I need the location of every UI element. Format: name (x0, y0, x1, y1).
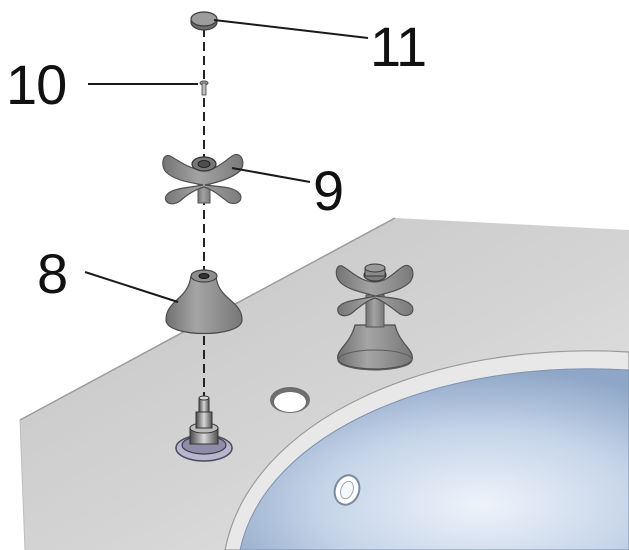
leader-line-9 (231, 167, 311, 183)
callout-10: 10 (6, 53, 66, 116)
tap-hole (270, 387, 310, 413)
callout-8: 8 (37, 242, 67, 305)
leader-lines (84, 19, 369, 303)
assembled-tap (335, 263, 414, 371)
leader-line-8 (84, 271, 179, 303)
screw (199, 80, 209, 96)
valve-stem-spindle (175, 395, 233, 462)
callout-9: 9 (313, 159, 343, 222)
basin (224, 350, 629, 550)
cross-handle (162, 153, 244, 205)
bell-escutcheon (165, 269, 243, 334)
callout-11: 11 (370, 15, 426, 78)
leader-line-11 (213, 19, 369, 39)
cap-disc (190, 11, 218, 31)
overflow-hole (333, 474, 361, 506)
